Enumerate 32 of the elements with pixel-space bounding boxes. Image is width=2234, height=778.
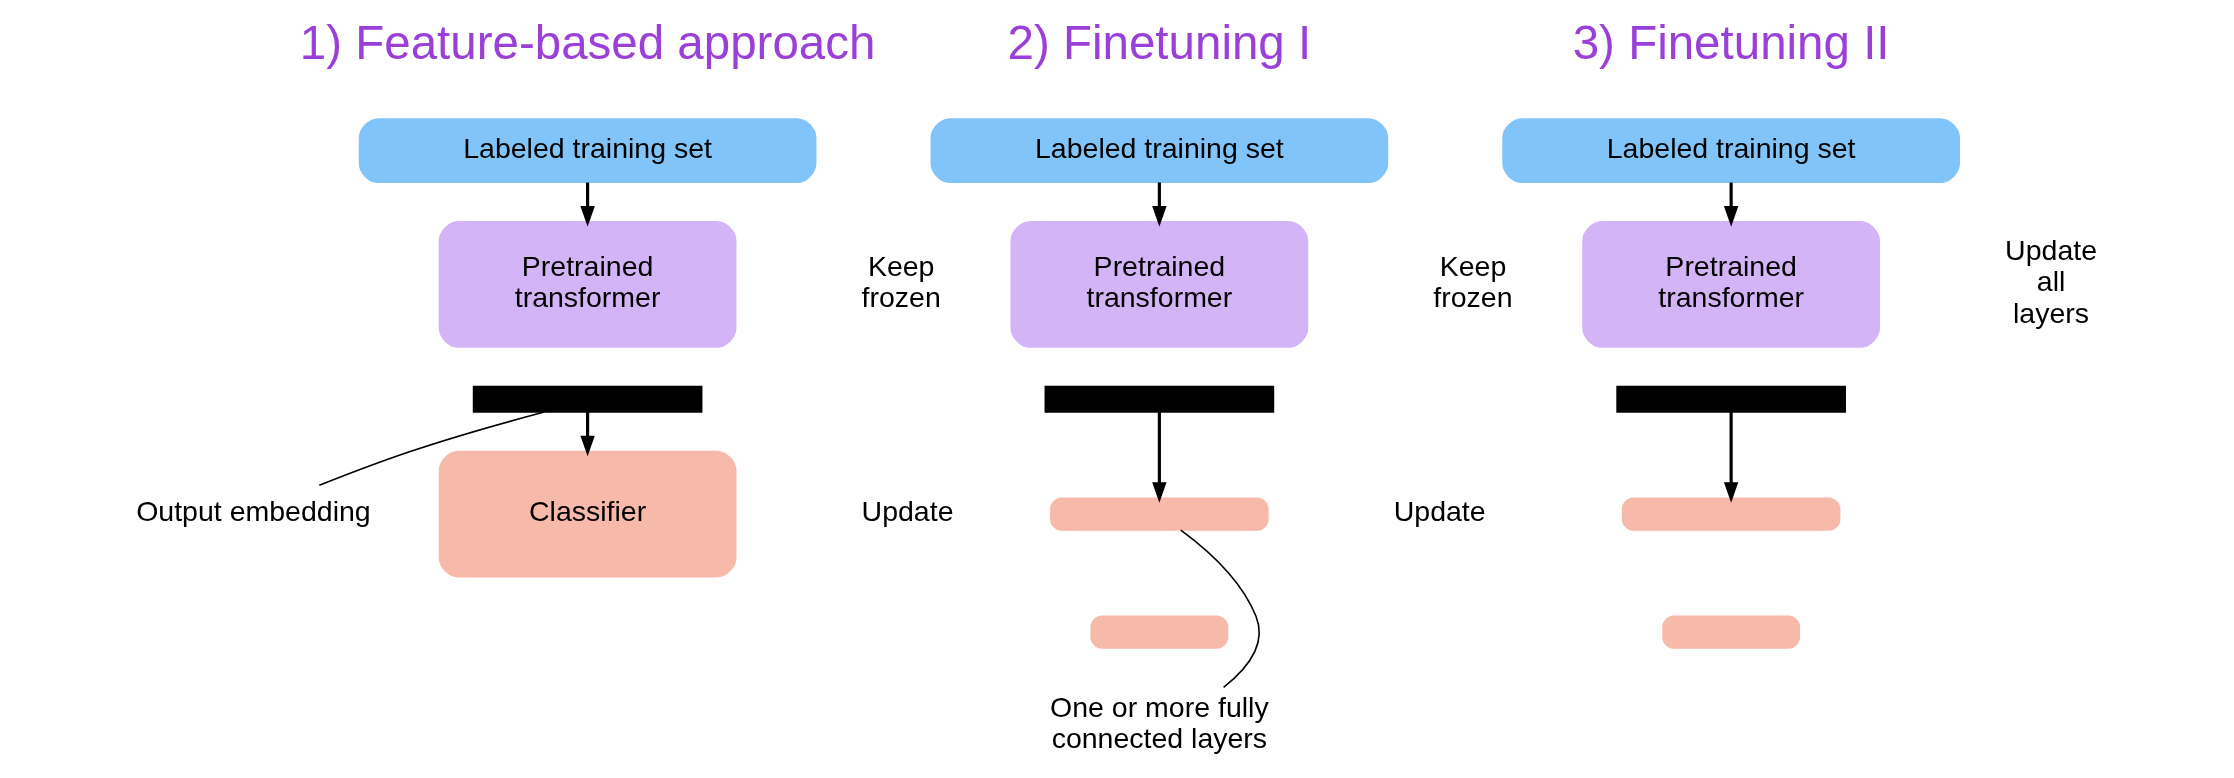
node-box: Pretrained transformer xyxy=(1010,221,1309,348)
node-box: Pretrained transformer xyxy=(1582,221,1880,348)
label: Update all layers xyxy=(2005,233,2098,330)
arrow xyxy=(1723,182,1739,227)
node-box: Pretrained transformer xyxy=(438,221,737,348)
arrow xyxy=(1152,412,1167,503)
node-bar xyxy=(1050,497,1269,531)
arrow xyxy=(1152,182,1167,227)
label: 1) Feature-based approach xyxy=(299,15,876,69)
node-box: Labeled training set xyxy=(1502,118,1960,184)
node-box: Labeled training set xyxy=(358,118,817,184)
label: Keep frozen xyxy=(1433,249,1513,314)
arrow xyxy=(1723,412,1739,503)
node-bar xyxy=(472,385,703,413)
label: Update xyxy=(1393,495,1486,528)
label: 3) Finetuning II xyxy=(1572,15,1890,69)
connector xyxy=(318,411,546,487)
node-bar xyxy=(1662,615,1800,649)
label: 2) Finetuning I xyxy=(1007,15,1312,69)
label: Keep frozen xyxy=(861,249,941,314)
node-text: Output embedding xyxy=(136,495,371,528)
node-bar xyxy=(1616,385,1846,413)
label: Update xyxy=(861,495,954,528)
node-box: Classifier xyxy=(438,450,737,578)
arrow xyxy=(580,182,595,227)
node-bar xyxy=(1044,385,1275,413)
arrow xyxy=(580,412,595,457)
node-bar xyxy=(1090,615,1229,649)
connector xyxy=(1180,529,1260,689)
node-box: Labeled training set xyxy=(930,118,1389,184)
node-bar xyxy=(1621,497,1841,531)
node-text: One or more fully connected layers xyxy=(1050,690,1269,755)
